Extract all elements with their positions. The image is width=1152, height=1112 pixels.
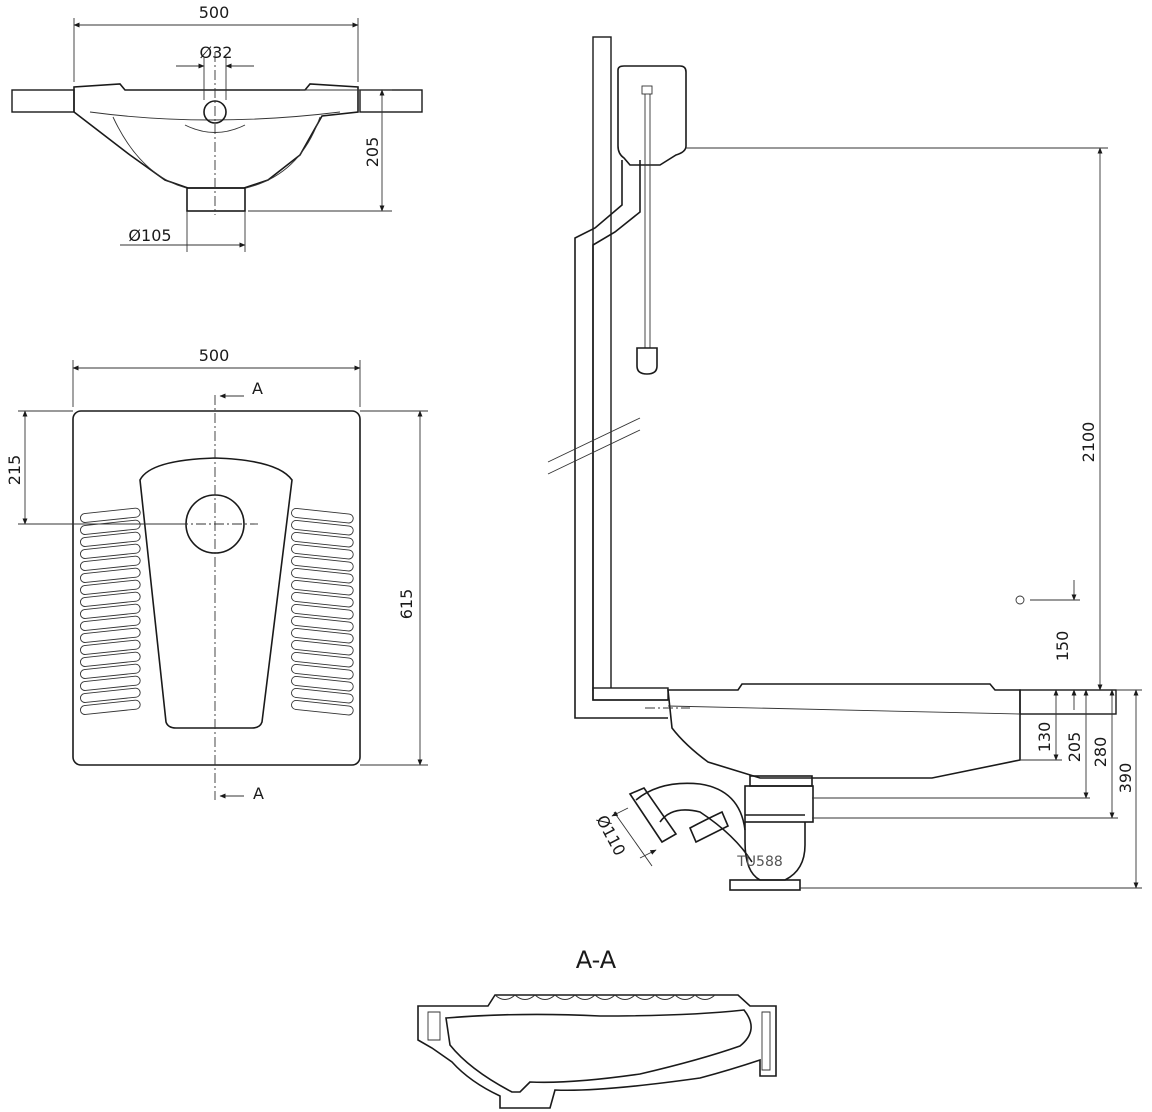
section-aa: A-A [417,946,777,1109]
dim-130: 130 [1035,722,1054,753]
dim-plan-width: 500 [199,346,230,365]
flush-pipe [574,160,668,719]
wall-left-top [11,89,75,113]
pull-handle [636,347,658,375]
dim-top-outlet: Ø105 [128,226,171,245]
outlet-spigot [186,187,246,212]
section-title: A-A [576,946,617,974]
foot-grips-left [79,507,142,716]
trap-model: TU588 [736,854,783,870]
dim-top-depth: 205 [363,137,382,168]
plan-view: A A 500 215 615 [5,346,428,803]
floor-left [592,687,669,701]
dim-plan-215: 215 [5,455,24,486]
trap-diameter: Ø110 [592,812,629,859]
pan-side [667,683,1021,779]
dim-150: 150 [1053,631,1072,662]
dim-2100: 2100 [1079,422,1098,463]
dim-top-width: 500 [199,3,230,22]
side-elevation: TU588 Ø110 2100 150 130 205 280 390 [547,36,1142,891]
wall-vertical [592,36,612,691]
section-marker-top: A [252,379,263,398]
plan-basin [139,457,293,729]
section-outer [417,994,777,1109]
floor-right [1019,689,1117,715]
dim-390: 390 [1116,763,1135,794]
wall-right-top [359,89,423,113]
dim-280: 280 [1091,737,1110,768]
dim-205: 205 [1065,732,1084,763]
section-marker-bottom: A [253,784,264,803]
plan-outline [72,410,361,766]
top-view: 500 Ø32 205 Ø105 [11,3,423,252]
dim-top-drain: Ø32 [200,43,233,62]
water-inlet-mark [1015,595,1025,605]
foot-grips-right [290,507,355,716]
pan-front-outline [73,83,359,189]
s-trap [628,775,814,891]
section-inner [445,1009,752,1093]
cistern [617,65,687,166]
dim-plan-615: 615 [397,589,416,620]
